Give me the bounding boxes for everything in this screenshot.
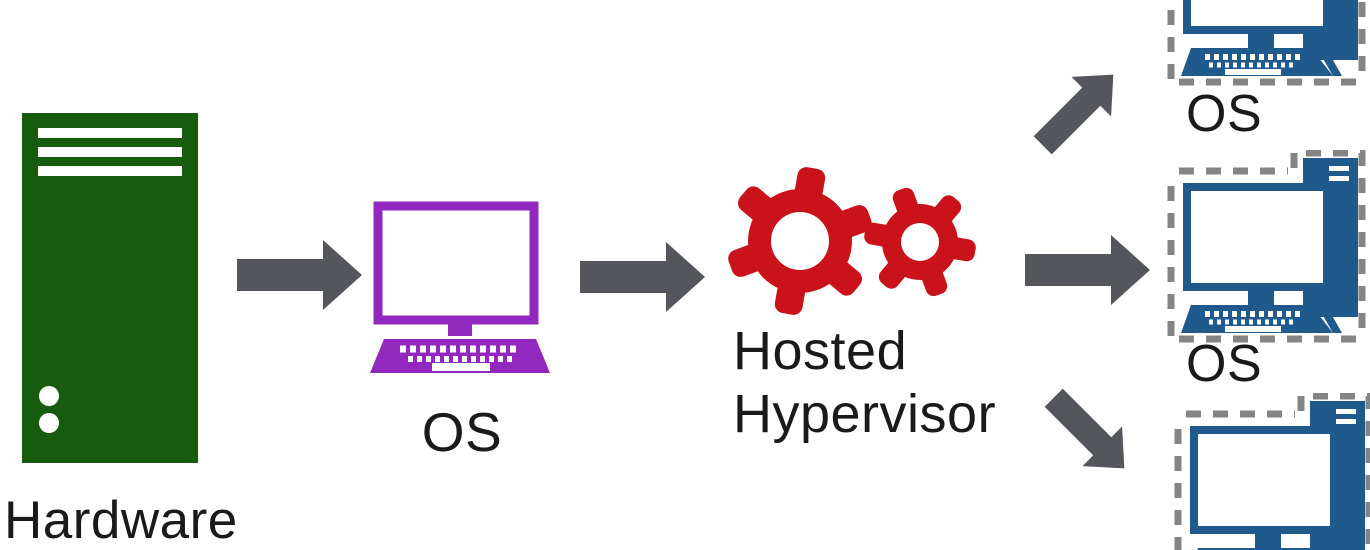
vm-workstation-bottom-icon (1170, 393, 1370, 550)
vm-workstation-middle-icon (1163, 150, 1368, 345)
vm-workstation-top-icon (1163, 0, 1368, 88)
hypervisor-label: Hosted Hypervisor (733, 320, 996, 446)
hypervisor-label-line1: Hosted (733, 321, 908, 381)
arrow-to-vm-top-icon (1022, 54, 1134, 166)
server-tower-icon (22, 113, 198, 463)
arrow-to-vm-bottom-icon (1033, 377, 1145, 489)
vm-os-label-middle: OS (1186, 335, 1263, 393)
vm-os-label-top: OS (1186, 85, 1263, 143)
arrow-os-to-hypervisor-icon (580, 242, 705, 312)
host-os-computer-icon (370, 201, 550, 373)
hypervisor-label-line2: Hypervisor (733, 384, 997, 444)
host-os-label: OS (421, 401, 503, 463)
arrow-to-vm-middle-icon (1025, 235, 1150, 305)
arrow-hardware-to-os-icon (237, 240, 362, 310)
hardware-label: Hardware (4, 491, 238, 550)
gears-icon (728, 167, 976, 315)
